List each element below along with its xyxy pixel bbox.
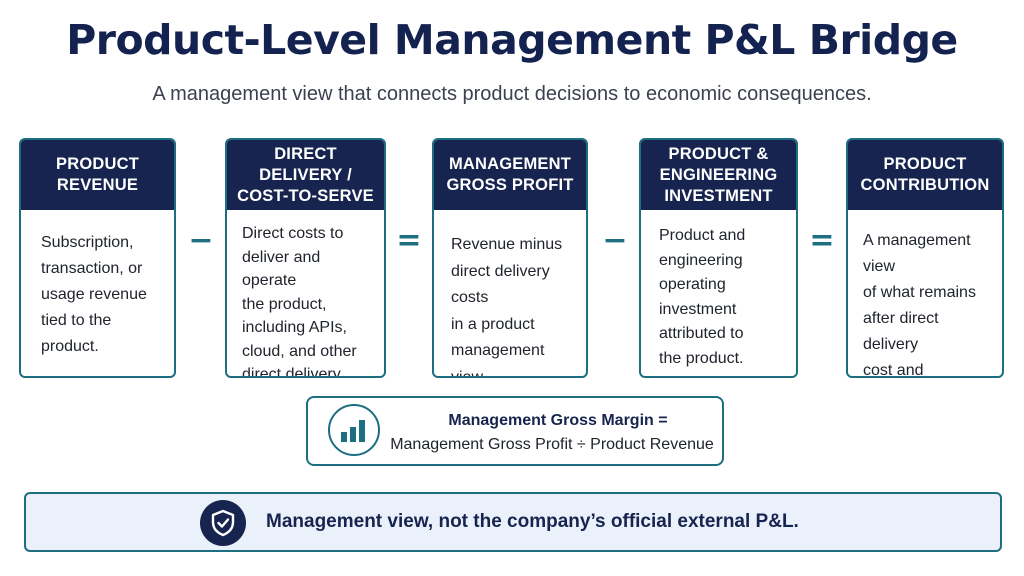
disclaimer-banner: Management view, not the company’s offic… bbox=[24, 492, 1002, 552]
card-header: MANAGEMENT GROSS PROFIT bbox=[434, 140, 586, 210]
card-product-revenue: PRODUCT REVENUE Subscription, transactio… bbox=[19, 138, 176, 378]
gross-margin-formula-box: Management Gross Margin = Management Gro… bbox=[306, 396, 724, 466]
shield-check-icon bbox=[200, 500, 246, 546]
card-body: Revenue minus direct delivery costs in a… bbox=[451, 236, 563, 378]
equals-operator: = bbox=[396, 223, 422, 258]
card-product-engineering-investment: PRODUCT & ENGINEERING INVESTMENT Product… bbox=[639, 138, 798, 378]
formula-label: Management Gross Margin = bbox=[448, 412, 668, 429]
card-body: Product and engineering operating invest… bbox=[659, 227, 746, 367]
formula-expression: Management Gross Profit ÷ Product Revenu… bbox=[390, 436, 714, 453]
page-subtitle: A management view that connects product … bbox=[152, 83, 872, 105]
card-header: PRODUCT & ENGINEERING INVESTMENT bbox=[641, 140, 796, 210]
card-header: PRODUCT REVENUE bbox=[21, 140, 174, 210]
minus-operator: − bbox=[188, 223, 214, 258]
card-body: Direct costs to deliver and operate the … bbox=[242, 225, 357, 378]
card-header: PRODUCT CONTRIBUTION bbox=[848, 140, 1002, 210]
minus-operator: − bbox=[602, 223, 628, 258]
page-title: Product-Level Management P&L Bridge bbox=[66, 16, 958, 64]
card-product-contribution: PRODUCT CONTRIBUTION A management view o… bbox=[846, 138, 1004, 378]
card-management-gross-profit: MANAGEMENT GROSS PROFIT Revenue minus di… bbox=[432, 138, 588, 378]
card-direct-delivery: DIRECT DELIVERY / COST-TO-SERVE Direct c… bbox=[225, 138, 386, 378]
card-header: DIRECT DELIVERY / COST-TO-SERVE bbox=[227, 140, 384, 210]
bar-chart-icon bbox=[328, 404, 380, 456]
card-body: Subscription, transaction, or usage reve… bbox=[41, 234, 147, 355]
disclaimer-text: Management view, not the company’s offic… bbox=[266, 511, 799, 532]
card-body: A management view of what remains after … bbox=[863, 232, 976, 378]
equals-operator: = bbox=[809, 223, 835, 258]
